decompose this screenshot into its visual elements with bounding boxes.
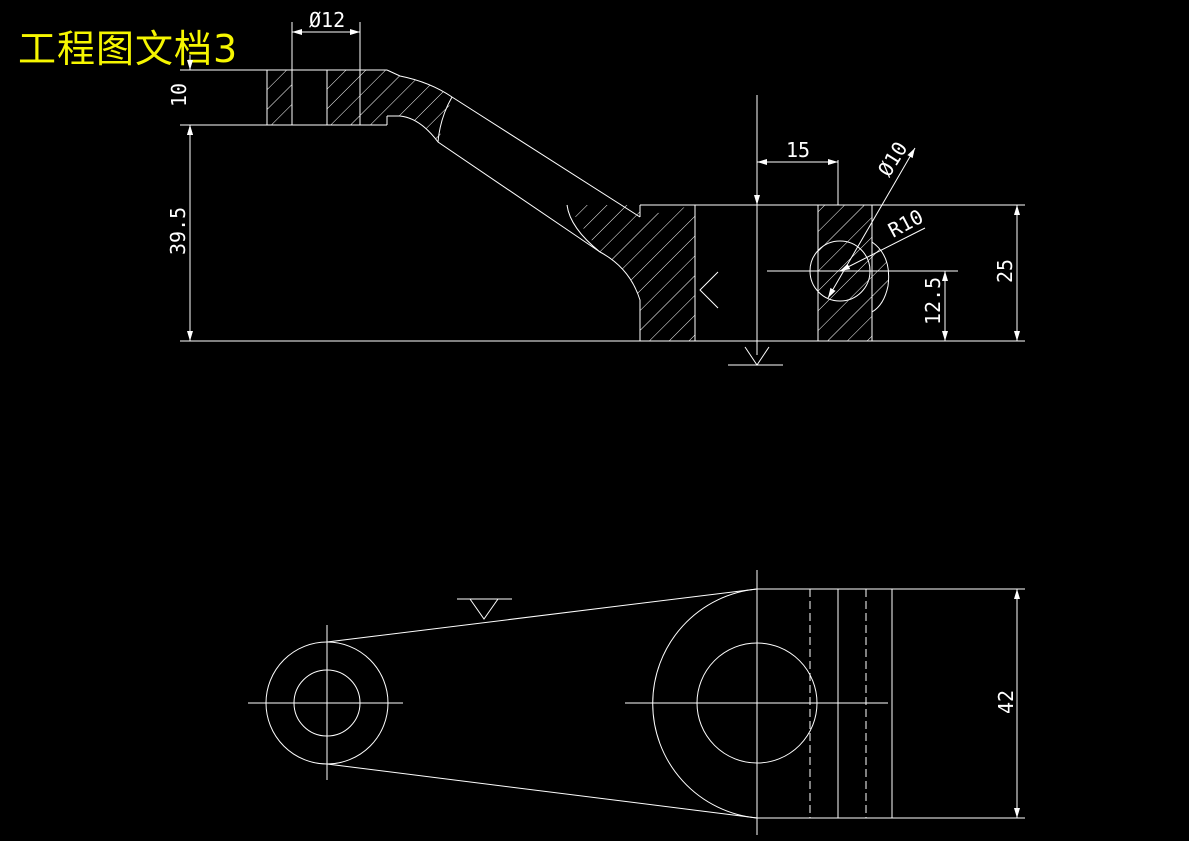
dim-h10: 10 <box>167 83 191 107</box>
dim-h25: 25 <box>993 259 1017 283</box>
dim-w42: 42 <box>994 690 1018 714</box>
drawing-title: 工程图文档3 <box>18 27 239 71</box>
dimension-texts: Ø12 10 39.5 15 Ø10 R10 12.5 25 42 <box>166 8 1018 714</box>
top-view <box>248 570 1025 835</box>
dimension-lines <box>187 22 1020 818</box>
dim-d15: 15 <box>786 138 810 162</box>
dim-dia12: Ø12 <box>309 8 345 32</box>
dim-r10: R10 <box>884 204 927 242</box>
dim-h12-5: 12.5 <box>921 277 945 325</box>
dim-dia10: Ø10 <box>873 137 912 180</box>
dim-h39-5: 39.5 <box>166 207 190 255</box>
